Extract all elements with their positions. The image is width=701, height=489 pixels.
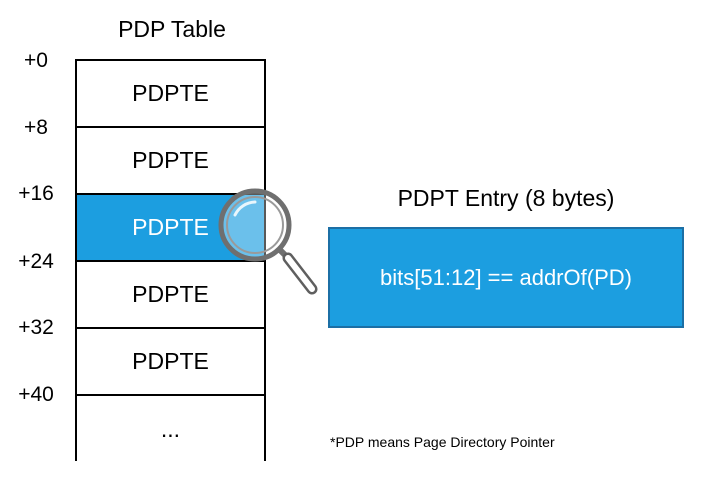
offset-label: +0 — [24, 49, 48, 72]
pdp-table-entry: PDPTE — [77, 329, 264, 396]
magnifying-glass-icon — [210, 188, 330, 308]
offset-label: +16 — [18, 182, 54, 205]
pdp-table-entry: PDPTE — [77, 262, 264, 329]
pdpt-entry-title: PDPT Entry (8 bytes) — [397, 185, 615, 211]
pdp-table: PDPTE PDPTE PDPTE PDPTE PDPTE ... — [75, 59, 266, 462]
offset-label: +32 — [18, 316, 54, 339]
pdp-table-entry: PDPTE — [77, 61, 264, 128]
pdp-table-entry: ... — [77, 396, 264, 462]
pdpt-entry-box: bits[51:12] == addrOf(PD) — [328, 227, 684, 328]
offset-label: +40 — [18, 383, 54, 406]
pdp-table-title: PDP Table — [118, 16, 226, 42]
pdp-table-entry: PDPTE — [77, 128, 264, 195]
footnote: *PDP means Page Directory Pointer — [330, 434, 555, 450]
offset-label: +24 — [18, 250, 54, 273]
offset-label: +8 — [24, 116, 48, 139]
